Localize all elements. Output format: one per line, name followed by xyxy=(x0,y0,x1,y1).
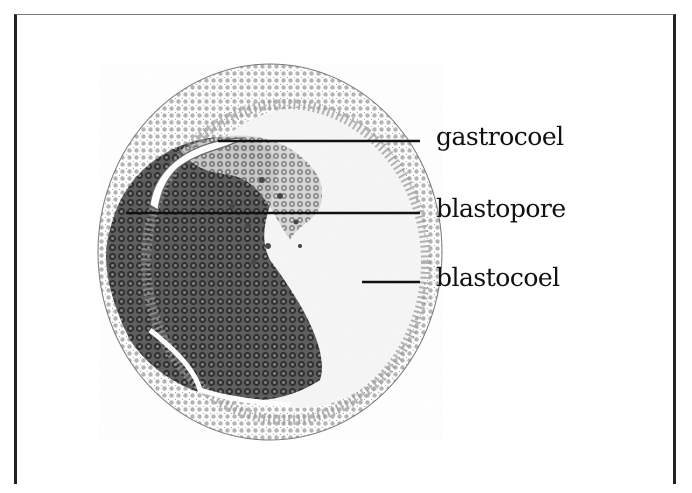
label-blastocoel: blastocoel xyxy=(436,265,560,290)
label-blastopore: blastopore xyxy=(436,196,566,221)
label-gastrocoel: gastrocoel xyxy=(436,124,564,149)
